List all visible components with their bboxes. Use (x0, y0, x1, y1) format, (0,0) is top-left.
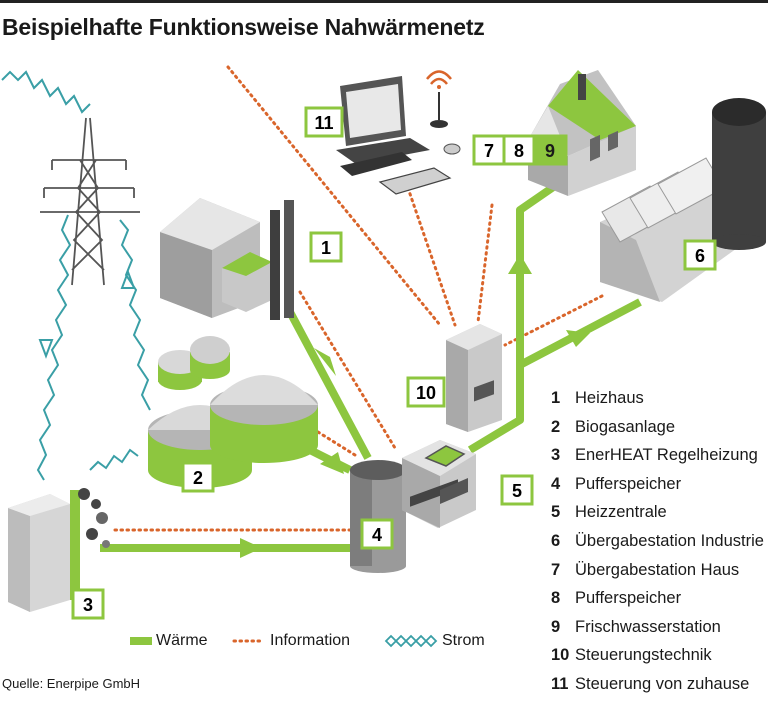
heizzentrale-building-icon (402, 440, 476, 528)
svg-text:9: 9 (545, 141, 555, 161)
info-line-heizhaus (298, 290, 397, 450)
regelheizung-unit-icon (8, 488, 110, 612)
svg-text:6: 6 (695, 246, 705, 266)
heat-arrow-3 (240, 538, 262, 558)
strom-line-cable (89, 448, 139, 471)
key-information-label: Information (270, 632, 351, 649)
badge-9: 9 (532, 134, 568, 166)
strom-line-down (36, 214, 72, 481)
strom-line-up (119, 219, 151, 411)
badge-11: 11 (304, 106, 344, 138)
heat-pipes (100, 166, 642, 552)
info-line-biogas (316, 430, 357, 457)
key-information: Information (232, 631, 350, 651)
info-line-pc (406, 186, 457, 327)
key-waerme: Wärme (130, 631, 208, 651)
svg-text:1: 1 (321, 238, 331, 258)
strom-swatch-icon (384, 634, 438, 648)
key-strom: Strom (384, 631, 485, 651)
top-rule (0, 0, 768, 3)
badge-8: 8 (502, 134, 536, 166)
strom-zigzag-top (1, 70, 91, 114)
computer-icon (336, 70, 461, 195)
svg-text:5: 5 (512, 481, 522, 501)
badge-3: 3 (71, 588, 105, 620)
heat-arrow-4 (508, 254, 532, 274)
svg-text:8: 8 (514, 141, 524, 161)
svg-text:3: 3 (83, 595, 93, 615)
key-waerme-label: Wärme (156, 632, 208, 649)
badge-1: 1 (309, 231, 343, 263)
badge-6: 6 (683, 239, 717, 271)
badge-10: 10 (406, 376, 446, 408)
biogas-plant-icon (148, 336, 318, 488)
heat-arrow-1 (314, 348, 336, 376)
badge-4: 4 (360, 518, 394, 550)
info-line-house (476, 203, 494, 324)
pufferspeicher-tank-icon (350, 460, 406, 573)
information-swatch-icon (232, 639, 266, 643)
house-icon (528, 70, 636, 196)
strom-arrow-up (120, 269, 136, 289)
badge-7: 7 (472, 134, 506, 166)
heat-pipe-house (467, 166, 581, 454)
strom-arrow-down (38, 339, 54, 359)
source-credit: Quelle: Enerpipe GmbH (2, 676, 141, 691)
svg-text:11: 11 (314, 113, 333, 133)
svg-text:2: 2 (193, 468, 203, 488)
badge-2: 2 (181, 461, 215, 493)
badge-5: 5 (500, 474, 534, 506)
key-strom-label: Strom (442, 632, 485, 649)
heat-arrows (240, 254, 590, 558)
heat-pipe-heizhaus (286, 310, 372, 460)
svg-text:10: 10 (416, 383, 436, 403)
information-lines (113, 65, 604, 532)
heat-arrow-2 (320, 452, 344, 474)
diagram-title: Beispielhafte Funktionsweise Nahwärmenet… (2, 14, 485, 40)
power-pylon-icon (40, 117, 140, 286)
waerme-swatch-icon (130, 636, 152, 645)
strom-lines (1, 70, 151, 481)
heat-arrow-5 (566, 330, 590, 347)
info-line-top (226, 65, 442, 327)
steuerungstechnik-cabinet-icon (446, 324, 502, 432)
svg-text:7: 7 (484, 141, 494, 161)
heizhaus-building-icon (160, 198, 294, 320)
svg-text:4: 4 (372, 525, 382, 545)
